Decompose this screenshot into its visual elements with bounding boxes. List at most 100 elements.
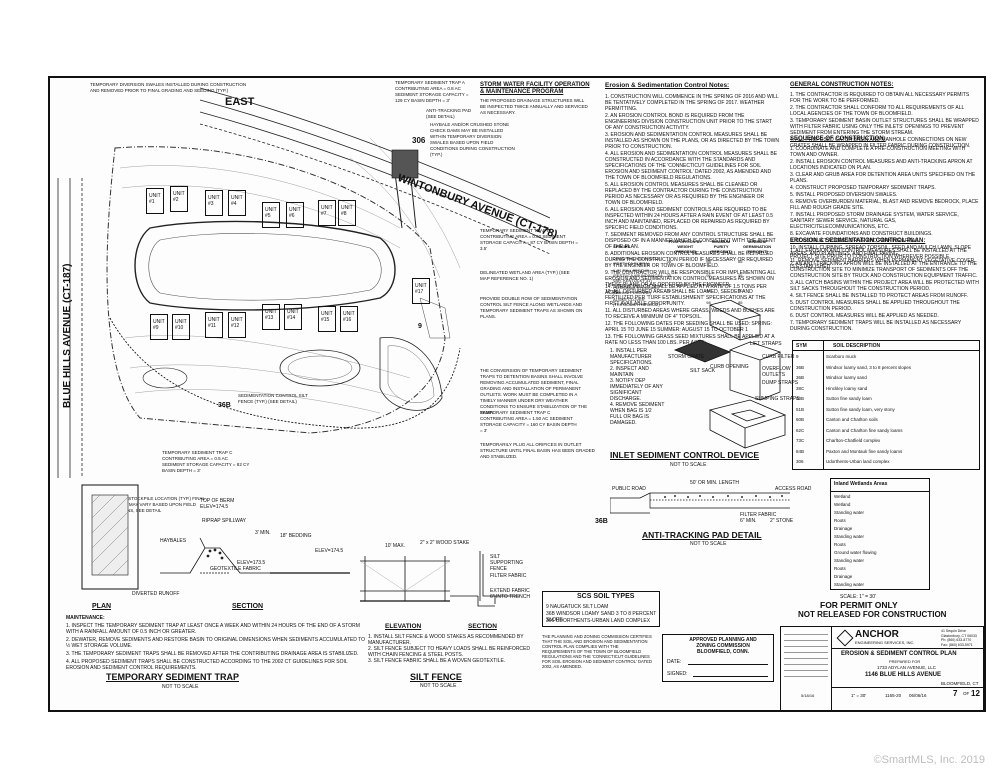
inlet-label: SUMPING STRAPS — [755, 396, 800, 402]
road-label-east: EAST — [225, 96, 255, 108]
wetlands-table: Inland Wetlands Areas Wetland Wetland St… — [830, 478, 930, 590]
silt-fence-notes: 1. INSTALL SILT FENCE & WOOD STAKES AS R… — [368, 634, 533, 664]
erosion-note: 6. ALL EROSION AND SEDIMENT CONTROLS ARE… — [605, 207, 774, 231]
erosion-note: 13. THE FOLLOWING GRASS SEED MIXTURES SH… — [605, 334, 775, 346]
control-plan-item: 7. TEMPORARY SEDIMENT TRAPS WILL BE INST… — [790, 320, 962, 332]
material-stockpile — [142, 367, 188, 389]
company-address: 41 Sequin Drive Glastonbury, CT 06033 Ph… — [941, 629, 977, 647]
inlet-label: SILT SACK — [690, 368, 716, 374]
scs-row: 9 NAUGATUCK SILT LOAM — [546, 604, 609, 610]
control-plan-title: EROSION & SEDIMENTATION CONTROL PLAN: — [790, 238, 926, 244]
anti-tracking-pad — [391, 149, 419, 179]
erosion-note: 10. ALL DISTURBED AREAS SHALL BE LOAMED,… — [605, 289, 766, 307]
wetlands-table-title: Inland Wetlands Areas — [834, 481, 888, 487]
silt-fence-label: 2" x 2" WOOD STAKE — [420, 540, 470, 546]
seed-header: MINIMUM PURITY (PERCENT) — [710, 239, 733, 254]
company-name: ANCHOR — [855, 629, 899, 640]
control-plan-item: 5. DUST CONTROL MEASURES SHALL BE APPLIE… — [790, 300, 960, 312]
maintenance-item: 2. DEWATER, REMOVE SEDIMENTS AND RESTORE… — [66, 637, 366, 649]
list-item: Standing water — [834, 510, 865, 515]
approval-title: APPROVED PLANNING AND ZONING COMMISSION … — [689, 637, 757, 655]
control-plan-item: 4. SILT FENCE SHALL BE INSTALLED TO PROT… — [790, 293, 968, 299]
sequence-title: SEQUENCE OF CONSTRUCTION: — [790, 136, 886, 142]
road-label-blue-hills: BLUE HILLS AVENUE (CT-187) — [62, 263, 73, 408]
inlet-label: DUMP STRAPS — [762, 380, 799, 386]
erosion-note: 1. CONSTRUCTION WILL COMMENCE IN THE SPR… — [605, 94, 779, 112]
soil-label: 36B — [595, 518, 608, 525]
drawing-sheet: WINTONBURY AVENUE (CT-178) EAST 306 BLUE… — [48, 76, 986, 712]
inlet-detail-title: INLET SEDIMENT CONTROL DEVICE — [610, 450, 760, 460]
control-plan-item: 6. DUST CONTROL MEASURES WILL BE APPLIED… — [790, 313, 939, 319]
scs-soil-types: SCS SOIL TYPES 9 NAUGATUCK SILT LOAM 36B… — [542, 591, 660, 627]
road-ref-306: 306 — [412, 136, 426, 145]
silt-fence-label: SILT SUPPORTING FENCE — [490, 554, 523, 572]
inlet-label: CURB FILTER — [762, 354, 795, 360]
table-row: K-31 TALL FESCUE (FESTUCA ARUNDINACEA VA… — [613, 268, 743, 283]
silt-fence-label: FILTER FABRIC — [490, 573, 527, 579]
inlet-detail-subtitle: NOT TO SCALE — [670, 462, 707, 468]
trap-label: HAYBALES — [160, 538, 187, 544]
anti-tracking-label: ACCESS ROAD — [775, 486, 812, 492]
silt-fence-label: 10' MAX. — [385, 543, 406, 549]
erosion-note: 9. THE CONTRACTOR WILL BE RESPONSIBLE FO… — [605, 270, 776, 288]
silt-fence-note: 3. SILT FENCE FABRIC SHALL BE A WOVEN GE… — [368, 658, 506, 664]
general-note: 1. THE CONTRACTOR IS REQUIRED TO OBTAIN … — [790, 92, 970, 104]
sequence-step: 7. INSTALL PROPOSED STORM DRAINAGE SYSTE… — [790, 212, 959, 230]
permit-line-2: NOT RELEASED FOR CONSTRUCTION — [798, 610, 947, 619]
prepared-for: PREPARED FOR — [889, 659, 921, 664]
scs-row: 306 UDORTHENTS-URBAN LAND COMPLEX — [546, 618, 651, 624]
callout: TEMPORARY SEDIMENT TRAP A CONTRIBUTING A… — [395, 80, 469, 103]
general-notes-list: 1. THE CONTRACTOR IS REQUIRED TO OBTAIN … — [790, 92, 980, 149]
commission-statement: THE PLANNING AND ZONING COMMISSION CERTI… — [542, 634, 652, 669]
road-wintonbury — [199, 87, 550, 255]
trap-section-drawing — [160, 537, 350, 574]
list-item: Standing water — [834, 558, 865, 563]
inlet-label: CURB OPENING — [710, 364, 749, 370]
control-plan-item: 1. ALL EROSION AND CONTROL MEASURES SHAL… — [790, 248, 967, 260]
anti-tracking-title: ANTI-TRACKING PAD DETAIL — [642, 530, 762, 540]
callout: PROVIDE DOUBLE ROW OF SEDIMENTATION CONT… — [480, 296, 583, 319]
callout: HAYBALE AND/OR CRUSHED STONE CHECK DAMS … — [430, 122, 515, 157]
anti-tracking-subtitle: NOT TO SCALE — [690, 541, 727, 547]
client-name: 1733 ADYLAN AVENUE, LLC — [877, 665, 936, 670]
building-unit: UNIT #4 — [228, 190, 246, 216]
silt-fence-label: EXTEND FABRIC 6" INTO TRENCH — [490, 588, 530, 600]
building-unit: UNIT #5 — [262, 202, 280, 228]
building-unit: UNIT #1 — [146, 188, 164, 214]
callout: ANTI-TRACKING PAD (SEE DETAIL) — [426, 108, 472, 119]
company-logo — [836, 629, 854, 647]
callout: TEMPORARY DIVERSION SWALES INSTALLED DUR… — [90, 82, 247, 93]
trap-label: RIPRAP SPILLWAY — [202, 518, 246, 524]
anti-tracking-label: 2" STONE — [770, 518, 794, 524]
building-unit: UNIT #13 — [262, 304, 280, 330]
silt-fence-title: SILT FENCE — [410, 672, 462, 682]
general-notes-title: GENERAL CONSTRUCTION NOTES: — [790, 82, 894, 88]
seed-header: SPECIES — [613, 244, 631, 249]
maintenance-item: 3. THE TEMPORARY SEDIMENT TRAPS SHALL BE… — [66, 651, 359, 657]
callout: TEMPORARY SEDIMENT TRAP C CONTRIBUTING A… — [162, 450, 250, 473]
road-blue-hills — [57, 178, 83, 478]
seed-header: MINIMUM GERMINATION (PERCENT) — [742, 239, 772, 254]
soil-table-header: SYM — [796, 343, 807, 349]
erosion-notes-title: Erosion & Sedimentation Control Notes: — [605, 82, 730, 89]
erosion-note: 7. SEDIMENT REMOVED FROM ANY CONTROL STR… — [605, 232, 776, 250]
general-note: 2. THE CONTRACTOR SHALL CONFORM TO ALL R… — [790, 105, 965, 117]
site-plan — [57, 87, 550, 478]
maintenance-item: 4. ALL PROPOSED SEDIMENT TRAPS SHALL BE … — [66, 659, 348, 671]
list-item: Roots — [834, 566, 846, 571]
erosion-note: 11. ALL DISTURBED AREAS WHERE GRASS, WEE… — [605, 308, 775, 320]
sequence-step: 1. COORDINATE AND COMPLETE A PRE-CONSTRU… — [790, 146, 966, 158]
building-unit: UNIT #10 — [172, 314, 190, 340]
maintenance-list: 1. INSPECT THE TEMPORARY SEDIMENT TRAP A… — [66, 623, 366, 671]
list-item: Standing water — [834, 582, 865, 587]
trap-section-label: SECTION — [232, 603, 264, 610]
sequence-step: 4. CONSTRUCT PROPOSED TEMPORARY SEDIMENT… — [790, 185, 936, 191]
